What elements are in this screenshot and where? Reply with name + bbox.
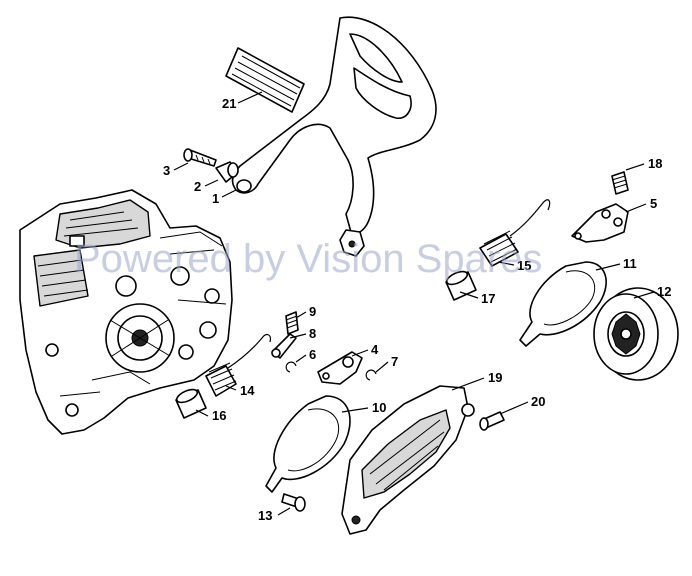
leader-3 bbox=[173, 162, 189, 171]
callout-11: 11 bbox=[623, 256, 637, 271]
leader-7 bbox=[375, 361, 389, 373]
part-2-sleeve[interactable] bbox=[215, 161, 239, 183]
leader-5 bbox=[625, 203, 647, 213]
leader-8 bbox=[289, 333, 307, 339]
part-21-grip-pad[interactable] bbox=[225, 47, 305, 113]
callout-3: 3 bbox=[163, 163, 170, 178]
callout-16: 16 bbox=[212, 408, 226, 423]
leader-14 bbox=[225, 385, 237, 391]
part-12-clutch-drum[interactable] bbox=[593, 287, 679, 381]
callout-10: 10 bbox=[372, 400, 386, 415]
part-9-spring[interactable] bbox=[285, 311, 299, 335]
part-11-brake-band[interactable] bbox=[519, 261, 607, 347]
part-10-brake-band[interactable] bbox=[265, 395, 351, 493]
watermark: Powered by Vision Spares bbox=[74, 237, 542, 281]
leader-20 bbox=[499, 401, 529, 415]
engine-housing bbox=[19, 189, 233, 435]
callout-4: 4 bbox=[371, 342, 379, 357]
leader-12 bbox=[633, 291, 655, 299]
callout-21: 21 bbox=[222, 96, 236, 111]
part-5-lever-assembly[interactable] bbox=[571, 203, 629, 243]
leader-18 bbox=[625, 163, 645, 171]
leader-21 bbox=[237, 91, 263, 104]
leader-2 bbox=[204, 179, 219, 187]
callout-6: 6 bbox=[309, 347, 316, 362]
leader-11 bbox=[595, 263, 621, 271]
callout-18: 18 bbox=[648, 156, 662, 171]
callout-12: 12 bbox=[657, 284, 671, 299]
callout-8: 8 bbox=[309, 326, 316, 341]
callout-5: 5 bbox=[650, 196, 657, 211]
leader-17 bbox=[459, 291, 479, 299]
leader-10 bbox=[341, 407, 369, 413]
part-4-bell-crank[interactable] bbox=[317, 351, 363, 385]
leader-6 bbox=[295, 354, 307, 363]
part-7-clip[interactable] bbox=[365, 369, 377, 381]
part-8-lever[interactable] bbox=[271, 333, 297, 359]
callout-20: 20 bbox=[531, 394, 545, 409]
part-20-screw[interactable] bbox=[479, 411, 505, 431]
part-19-sprocket-cover[interactable] bbox=[341, 385, 475, 535]
leader-15 bbox=[497, 261, 515, 266]
leader-4 bbox=[351, 349, 369, 357]
callout-19: 19 bbox=[488, 370, 502, 385]
leader-16 bbox=[195, 409, 209, 417]
part-3-screw[interactable] bbox=[183, 148, 217, 167]
leader-9 bbox=[295, 311, 307, 319]
callout-7: 7 bbox=[391, 354, 398, 369]
callout-13: 13 bbox=[258, 508, 272, 523]
leader-1 bbox=[221, 189, 237, 198]
part-6-clip[interactable] bbox=[285, 361, 297, 373]
part-18-spring[interactable] bbox=[611, 171, 629, 195]
part-1-hand-guard[interactable] bbox=[231, 16, 437, 257]
part-15-spring[interactable] bbox=[479, 199, 551, 267]
callout-1: 1 bbox=[212, 191, 219, 206]
part-17-sleeve[interactable] bbox=[445, 269, 477, 301]
leader-13 bbox=[277, 507, 291, 516]
callout-14: 14 bbox=[240, 383, 255, 398]
part-13-screw[interactable] bbox=[281, 493, 306, 512]
leader-lines bbox=[173, 91, 655, 516]
callouts: 21 3 2 1 18 5 15 11 17 12 9 8 6 4 7 14 1… bbox=[163, 96, 671, 523]
leader-19 bbox=[451, 377, 485, 391]
callout-17: 17 bbox=[481, 291, 495, 306]
part-14-spring[interactable] bbox=[205, 333, 271, 397]
part-16-sleeve[interactable] bbox=[175, 387, 207, 419]
callout-9: 9 bbox=[309, 304, 316, 319]
callout-15: 15 bbox=[517, 258, 531, 273]
callout-2: 2 bbox=[194, 179, 201, 194]
